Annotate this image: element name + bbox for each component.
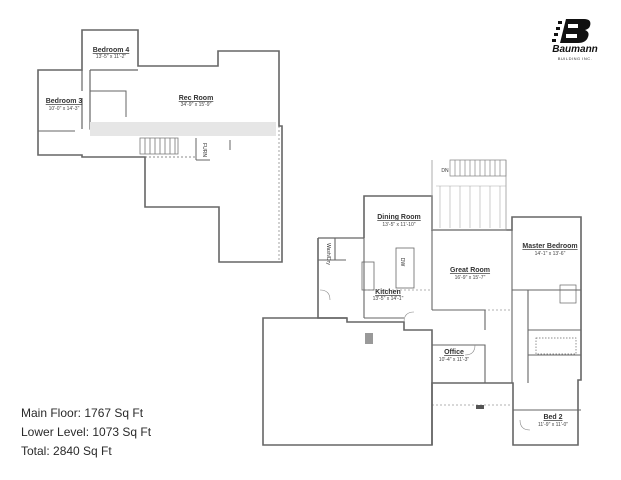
furnace-label: FURN <box>201 143 207 157</box>
room-dims: 13'-5" x 11'-2" <box>96 54 127 60</box>
main-floor-plan <box>262 159 582 446</box>
brand-name: Baumann <box>552 44 598 55</box>
room-dims: 10'-0" x 14'-3" <box>49 106 80 112</box>
room-dims: 11'-9" x 11'-0" <box>538 422 568 428</box>
main-floor-area: Main Floor: 1767 Sq Ft <box>21 406 144 420</box>
b-mark-icon <box>552 19 591 43</box>
laundry-label: Wash/Dry <box>325 243 331 265</box>
room-labels: Bedroom 4 13'-5" x 11'-2" Bedroom 3 10'-… <box>46 47 578 428</box>
room-name: Bedroom 3 <box>46 98 83 105</box>
baumann-logo: Baumann BUILDING INC. <box>540 16 610 64</box>
lower-level-area: Lower Level: 1073 Sq Ft <box>21 425 152 439</box>
room-dims: 13'-5" x 11'-10" <box>382 222 415 228</box>
brand-tagline: BUILDING INC. <box>557 56 593 61</box>
lower-level-plan <box>37 29 283 263</box>
room-name: Office <box>444 349 464 356</box>
room-name: Great Room <box>450 267 490 274</box>
room-dims: 16'-9" x 15'-7" <box>455 275 486 281</box>
room-name: Rec Room <box>179 95 214 102</box>
room-dims: 10'-4" x 11'-3" <box>439 357 470 363</box>
room-name: Kitchen <box>375 289 401 296</box>
dishwasher-label: DW <box>399 258 405 267</box>
room-dims: 34'-9" x 15'-9" <box>181 102 212 108</box>
room-name: Dining Room <box>377 214 421 221</box>
room-name: Bed 2 <box>543 414 562 421</box>
square-footage-summary: Main Floor: 1767 Sq Ft Lower Level: 1073… <box>21 404 151 461</box>
total-area: Total: 2840 Sq Ft <box>21 444 112 458</box>
room-dims: 14'-1" x 13'-6" <box>535 251 566 257</box>
room-name: Master Bedroom <box>522 243 577 250</box>
room-name: Bedroom 4 <box>93 47 130 54</box>
room-dims: 13'-5" x 14'-1" <box>373 296 404 302</box>
stairs-down-label: DN <box>441 168 449 174</box>
